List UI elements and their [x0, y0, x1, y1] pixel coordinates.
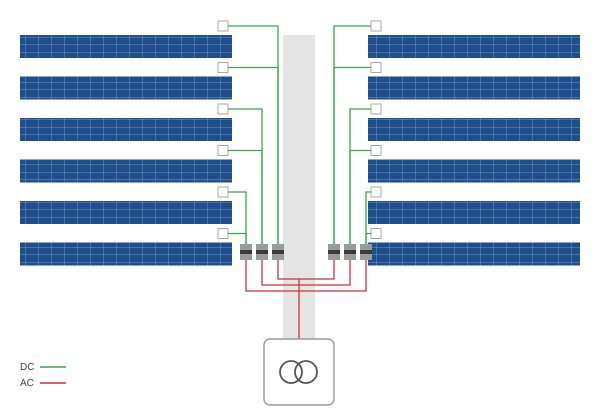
- panel-row-left-1: [20, 35, 232, 58]
- ac-cable-left-3: [277, 260, 299, 280]
- transformer-icon: [279, 360, 318, 384]
- junction-box-left-6: [217, 228, 229, 239]
- panel-rows-left: [20, 35, 232, 266]
- junction-box-right-6: [370, 228, 382, 239]
- panel-row-left-3: [20, 118, 232, 141]
- junction-box-right-2: [370, 62, 382, 73]
- ac-cable-left-2: [261, 260, 299, 286]
- inverter-right-3: [360, 244, 372, 260]
- panel-row-right-3: [368, 118, 580, 141]
- junction-box-left-1: [217, 20, 229, 32]
- ac-cabling: [245, 260, 367, 339]
- legend-label-dc: DC: [20, 362, 34, 373]
- inverter-left-2: [256, 244, 268, 260]
- panel-row-right-1: [368, 35, 580, 58]
- dc-cable-left-2: [228, 66, 279, 244]
- panel-rows-right: [368, 35, 580, 266]
- junction-box-left-4: [217, 145, 229, 156]
- ac-cable-right-2: [299, 260, 351, 286]
- junction-box-right-5: [370, 186, 382, 198]
- dc-cable-left-5: [228, 191, 247, 244]
- ac-cable-right-3: [299, 260, 367, 292]
- panel-row-right-4: [368, 159, 580, 183]
- junction-boxes: [217, 20, 382, 239]
- dc-cable-right-6: [365, 232, 371, 244]
- junction-box-right-1: [370, 20, 382, 32]
- legend-label-ac: AC: [20, 378, 34, 389]
- dc-cable-right-3: [349, 108, 371, 244]
- ac-cable-left-1: [245, 260, 299, 292]
- inverter-right-2: [344, 244, 356, 260]
- inverter-left-3: [272, 244, 284, 260]
- inverter-right-1: [328, 244, 340, 260]
- junction-box-left-5: [217, 186, 229, 198]
- legend: DC AC: [20, 362, 66, 389]
- inverters: [240, 244, 372, 260]
- junction-box-left-3: [217, 103, 229, 115]
- panel-row-right-5: [368, 201, 580, 224]
- dc-cable-right-4: [349, 149, 371, 244]
- junction-box-left-2: [217, 62, 229, 73]
- dc-cable-left-6: [228, 232, 247, 244]
- ac-cable-right-1: [299, 260, 335, 280]
- junction-box-right-4: [370, 145, 382, 156]
- inverter-left-1: [240, 244, 252, 260]
- junction-box-right-3: [370, 103, 382, 115]
- panel-row-right-2: [368, 76, 580, 100]
- panel-row-left-6: [20, 242, 232, 266]
- transformer: [263, 338, 335, 406]
- panel-row-left-2: [20, 76, 232, 100]
- dc-cable-left-1: [228, 25, 279, 244]
- dc-cable-left-3: [228, 108, 263, 244]
- panel-row-left-5: [20, 201, 232, 224]
- dc-cable-right-5: [365, 191, 371, 244]
- panel-row-right-6: [368, 242, 580, 266]
- dc-cabling: [228, 25, 371, 244]
- panel-row-left-4: [20, 159, 232, 183]
- transformer-box: [263, 338, 335, 406]
- dc-cable-left-4: [228, 149, 263, 244]
- dc-cable-right-2: [333, 66, 371, 244]
